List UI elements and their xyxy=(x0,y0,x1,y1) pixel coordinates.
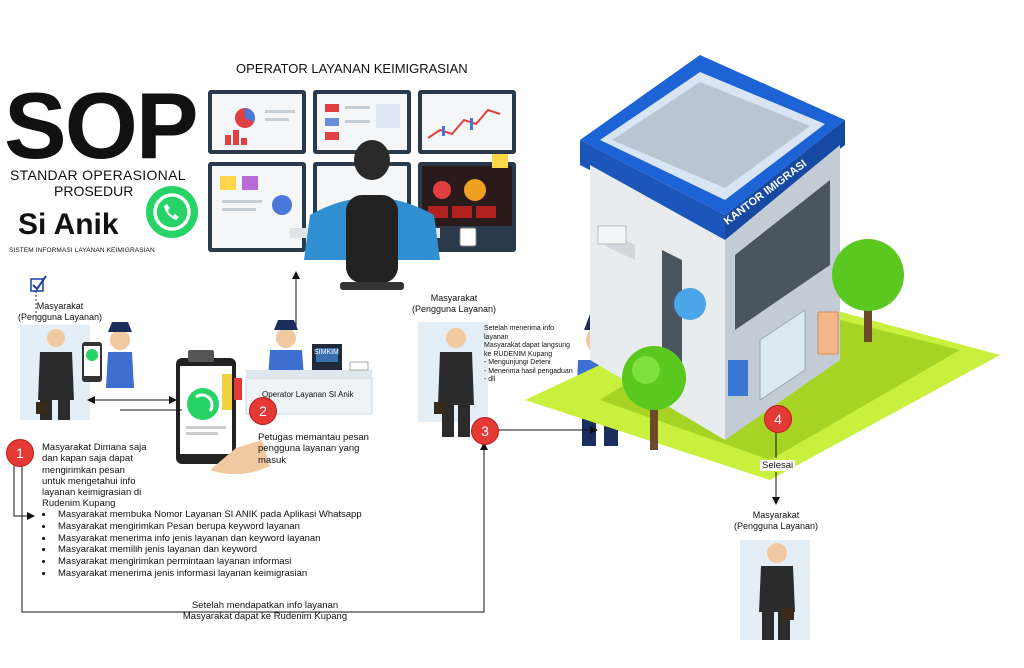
selesai-label: Selesai xyxy=(760,460,796,471)
step1-description: Masyarakat Dimana saja dan kapan saja da… xyxy=(42,442,147,510)
citizen-4-figure xyxy=(740,540,810,640)
whatsapp-icon xyxy=(146,186,198,238)
desk-label: Operator Layanan SI Anik xyxy=(262,390,354,399)
checkbox-icon xyxy=(30,275,47,292)
desk-sign: SIMKIM xyxy=(314,349,339,356)
step1-bullet-list: Masyarakat membuka Nomor Layanan SI ANIK… xyxy=(36,509,362,580)
citizen-1-label: Masyarakat (Pengguna Layanan) xyxy=(17,301,103,322)
operator-figure xyxy=(290,140,440,290)
brand-subtitle: SISTEM INFORMASI LAYANAN KEIMIGRASIAN xyxy=(9,247,155,254)
sop-line-1: STANDAR OPERASIONAL xyxy=(10,167,186,183)
citizen-4-label: Masyarakat (Pengguna Layanan) xyxy=(733,510,819,531)
step2-description: Petugas memantau pesan pengguna layanan … xyxy=(258,432,369,466)
step-badge-4: 4 xyxy=(764,405,792,433)
phone-icon xyxy=(176,350,270,475)
bullet-item: Masyarakat membuka Nomor Layanan SI ANIK… xyxy=(54,509,362,521)
operator-title: OPERATOR LAYANAN KEIMIGRASIAN xyxy=(236,61,468,76)
sop-line-2: PROSEDUR xyxy=(54,183,134,199)
step-badge-3: 3 xyxy=(471,417,499,445)
bullet-item: Masyarakat menerima info jenis layanan d… xyxy=(54,533,362,545)
sop-title: SOP xyxy=(4,73,199,178)
step-badge-2: 2 xyxy=(249,397,277,425)
bottom-note: Setelah mendapatkan info layanan Masyara… xyxy=(182,600,348,623)
building-icon xyxy=(580,55,845,440)
bullet-item: Masyarakat mengirimkan Pesan berupa keyw… xyxy=(54,521,362,533)
bullet-item: Masyarakat memilih jenis layanan dan key… xyxy=(54,544,362,556)
step3-description: Setelah menerima info layanan Masyarakat… xyxy=(484,325,573,383)
bullet-item: Masyarakat menerima jenis informasi laya… xyxy=(54,568,362,580)
brand-name: Si Anik xyxy=(18,208,119,241)
citizen-3-label: Masyarakat (Pengguna Layanan) xyxy=(411,293,497,314)
bullet-item: Masyarakat mengirimkan permintaan layana… xyxy=(54,556,362,568)
citizen-3-figure xyxy=(418,322,488,437)
citizen-1-figure xyxy=(20,322,134,420)
step-badge-1: 1 xyxy=(6,439,34,467)
tree-icon xyxy=(622,239,904,450)
